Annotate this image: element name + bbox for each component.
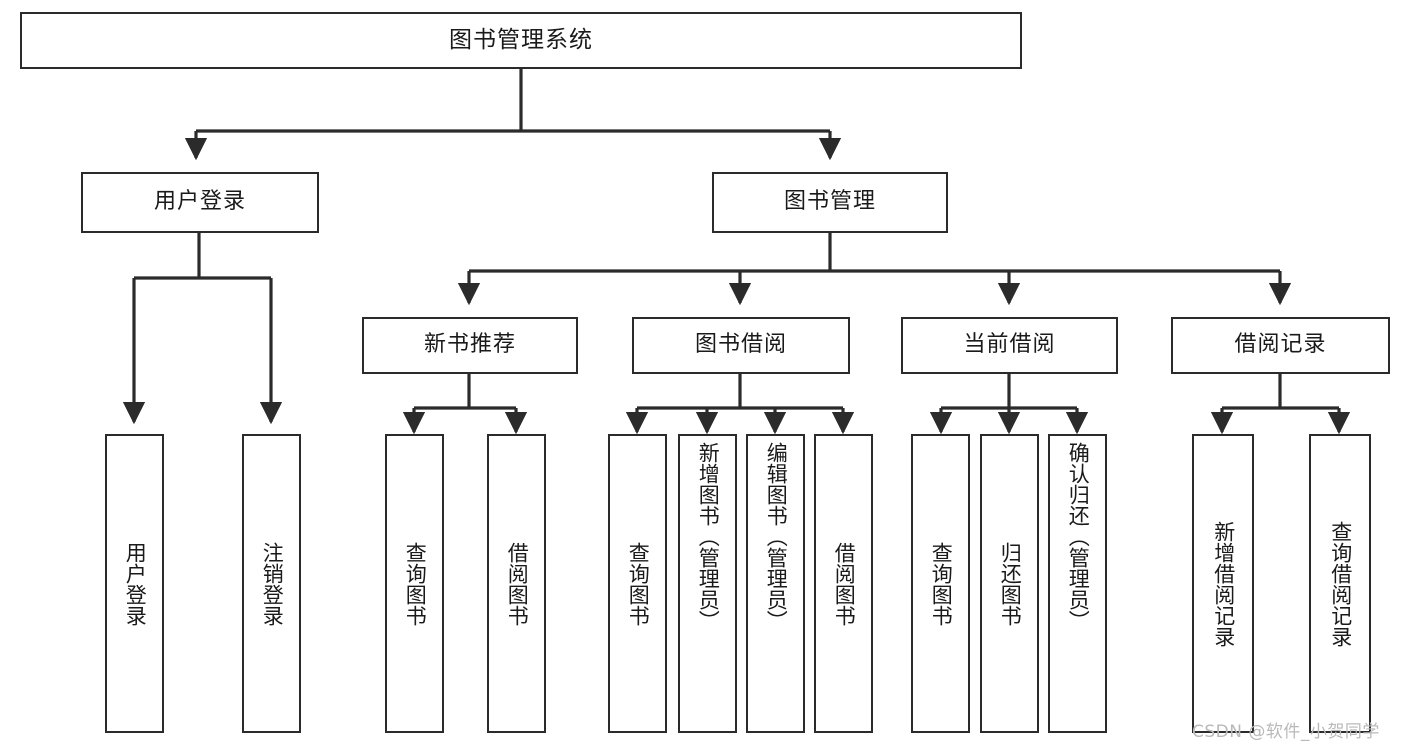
leaf-new-book-borrow[interactable]: 借阅图书 (487, 434, 546, 733)
node-label: 查询图书 (929, 541, 954, 626)
node-label: 归还图书 (998, 541, 1023, 626)
node-label: 借阅图书 (832, 541, 857, 626)
node-label: 查询图书 (626, 541, 651, 626)
node-label: 查询借阅记录 (1328, 520, 1353, 647)
leaf-book-borrow-query[interactable]: 查询图书 (608, 434, 667, 733)
node-label: 借阅记录 (1234, 332, 1327, 358)
watermark: CSDN @软件_小贺同学 (1192, 722, 1380, 742)
node-label: 确认归还（管理员） (1066, 442, 1091, 631)
leaf-borrow-record-add[interactable]: 新增借阅记录 (1192, 434, 1254, 733)
node-book-borrow[interactable]: 图书借阅 (632, 317, 850, 374)
node-label: 当前借阅 (963, 332, 1056, 358)
node-new-book-recommend[interactable]: 新书推荐 (362, 317, 578, 374)
node-label: 新增借阅记录 (1211, 520, 1236, 647)
leaf-current-borrow-query[interactable]: 查询图书 (911, 434, 970, 733)
leaf-current-borrow-return[interactable]: 归还图书 (980, 434, 1039, 733)
node-label: 新书推荐 (423, 332, 516, 358)
node-label: 注销登录 (260, 541, 285, 626)
node-user-login[interactable]: 用户登录 (81, 172, 319, 233)
node-label: 图书管理系统 (449, 26, 593, 53)
node-label: 图书借阅 (694, 332, 787, 358)
node-label: 用户登录 (123, 541, 148, 626)
node-label: 用户登录 (153, 189, 246, 215)
leaf-user-login-logout[interactable]: 注销登录 (242, 434, 301, 733)
node-current-borrow[interactable]: 当前借阅 (901, 317, 1118, 374)
node-borrow-record[interactable]: 借阅记录 (1171, 317, 1390, 374)
leaf-new-book-query[interactable]: 查询图书 (385, 434, 444, 733)
node-book-management[interactable]: 图书管理 (712, 172, 948, 233)
leaf-book-borrow-lend[interactable]: 借阅图书 (814, 434, 873, 733)
leaf-user-login-login[interactable]: 用户登录 (105, 434, 164, 733)
node-label: 借阅图书 (505, 541, 530, 626)
leaf-current-borrow-confirm-return[interactable]: 确认归还（管理员） (1048, 434, 1107, 733)
leaf-book-borrow-add[interactable]: 新增图书（管理员） (678, 434, 737, 733)
node-label: 编辑图书（管理员） (764, 442, 789, 631)
leaf-book-borrow-edit[interactable]: 编辑图书（管理员） (746, 434, 805, 733)
node-root-system[interactable]: 图书管理系统 (20, 12, 1022, 69)
node-label: 图书管理 (783, 189, 876, 215)
node-label: 新增图书（管理员） (696, 442, 721, 631)
node-label: 查询图书 (403, 541, 428, 626)
leaf-borrow-record-query[interactable]: 查询借阅记录 (1309, 434, 1371, 733)
